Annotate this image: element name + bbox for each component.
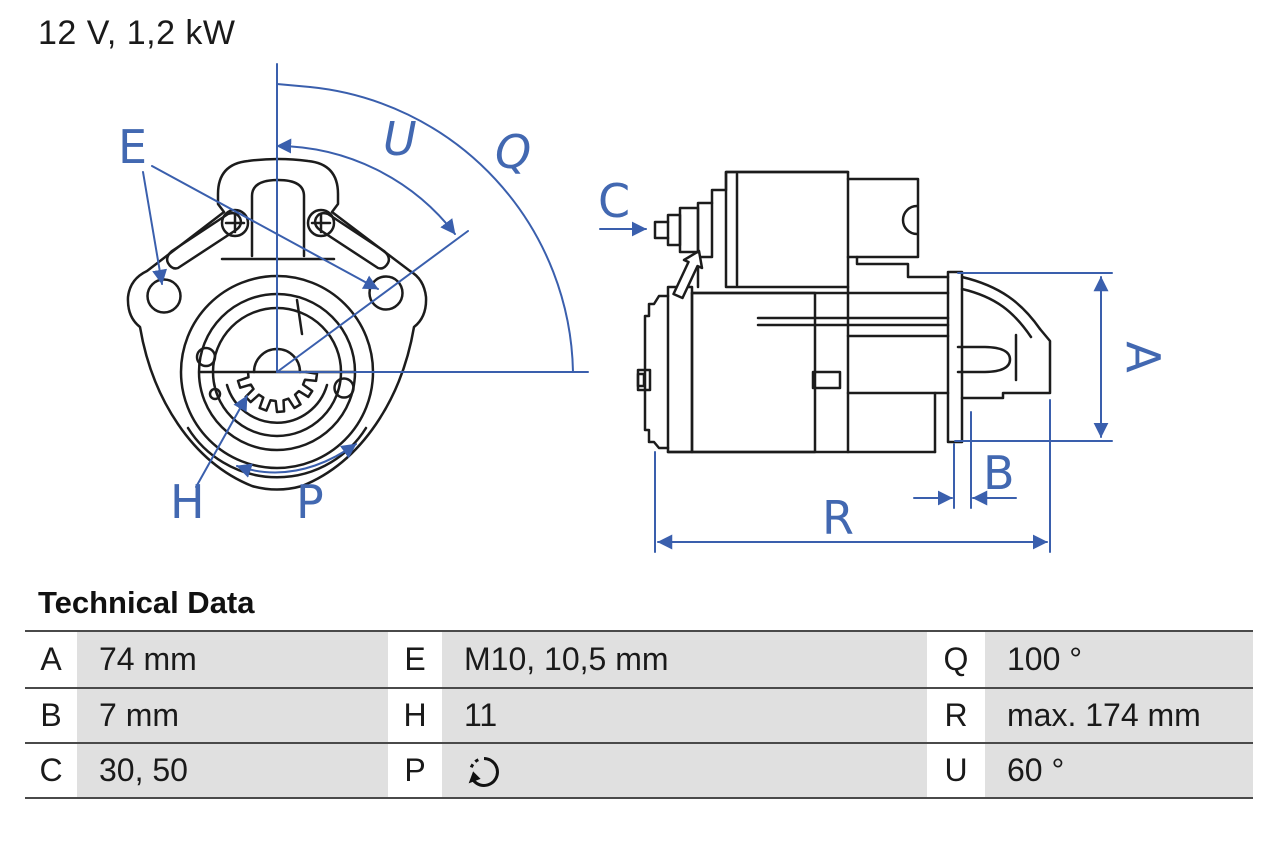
p-rotation-arc (236, 443, 357, 478)
table-label-p: P (388, 744, 442, 797)
table-value-h: 11 (442, 689, 927, 742)
table-label-c: C (25, 744, 77, 797)
side-view-dimensions (599, 221, 1113, 553)
front-label-p: P (296, 475, 324, 529)
q-arc-top-tick (276, 83, 311, 88)
table-row: C 30, 50 P U 60 ° (25, 744, 1253, 799)
e-leader-right (151, 165, 379, 290)
side-view-outline (636, 170, 1052, 454)
table-heading: Technical Data (38, 585, 255, 620)
front-label-u: U (383, 112, 417, 166)
side-label-r: R (822, 491, 854, 545)
table-value-q: 100 ° (985, 632, 1253, 687)
table-value-u: 60 ° (985, 744, 1253, 797)
table-label-q: Q (927, 632, 985, 687)
page-title: 12 V, 1,2 kW (38, 14, 236, 52)
table-value-b: 7 mm (77, 689, 388, 742)
u-angle-arc (276, 138, 456, 235)
table-row: B 7 mm H 11 R max. 174 mm (25, 689, 1253, 744)
pinion-gear-teeth (236, 370, 319, 414)
table-label-a: A (25, 632, 77, 687)
e-leader-left (142, 171, 168, 285)
table-value-r: max. 174 mm (985, 689, 1253, 742)
starter-motor-technical-drawing: E U Q H P (118, 63, 1170, 553)
table-value-a: 74 mm (77, 632, 388, 687)
side-label-c: C (598, 174, 630, 228)
front-label-e: E (118, 120, 147, 174)
side-label-b: B (983, 446, 1015, 500)
side-label-a: A (1116, 341, 1170, 373)
table-label-h: H (388, 689, 442, 742)
h-leader (195, 395, 248, 488)
technical-data-table: A 74 mm E M10, 10,5 mm Q 100 ° B 7 mm H … (25, 630, 1253, 799)
table-label-e: E (388, 632, 442, 687)
front-view-dimensions (142, 63, 589, 488)
front-label-q: Q (495, 125, 531, 179)
table-value-c: 30, 50 (77, 744, 388, 797)
table-value-p (442, 744, 927, 797)
table-label-b: B (25, 689, 77, 742)
table-label-u: U (927, 744, 985, 797)
front-label-h: H (170, 475, 205, 529)
q-angle-arc (309, 86, 574, 373)
angle-radius-line (276, 230, 469, 373)
table-value-e: M10, 10,5 mm (442, 632, 927, 687)
table-row: A 74 mm E M10, 10,5 mm Q 100 ° (25, 632, 1253, 689)
rotation-direction-icon (468, 756, 499, 787)
table-label-r: R (927, 689, 985, 742)
